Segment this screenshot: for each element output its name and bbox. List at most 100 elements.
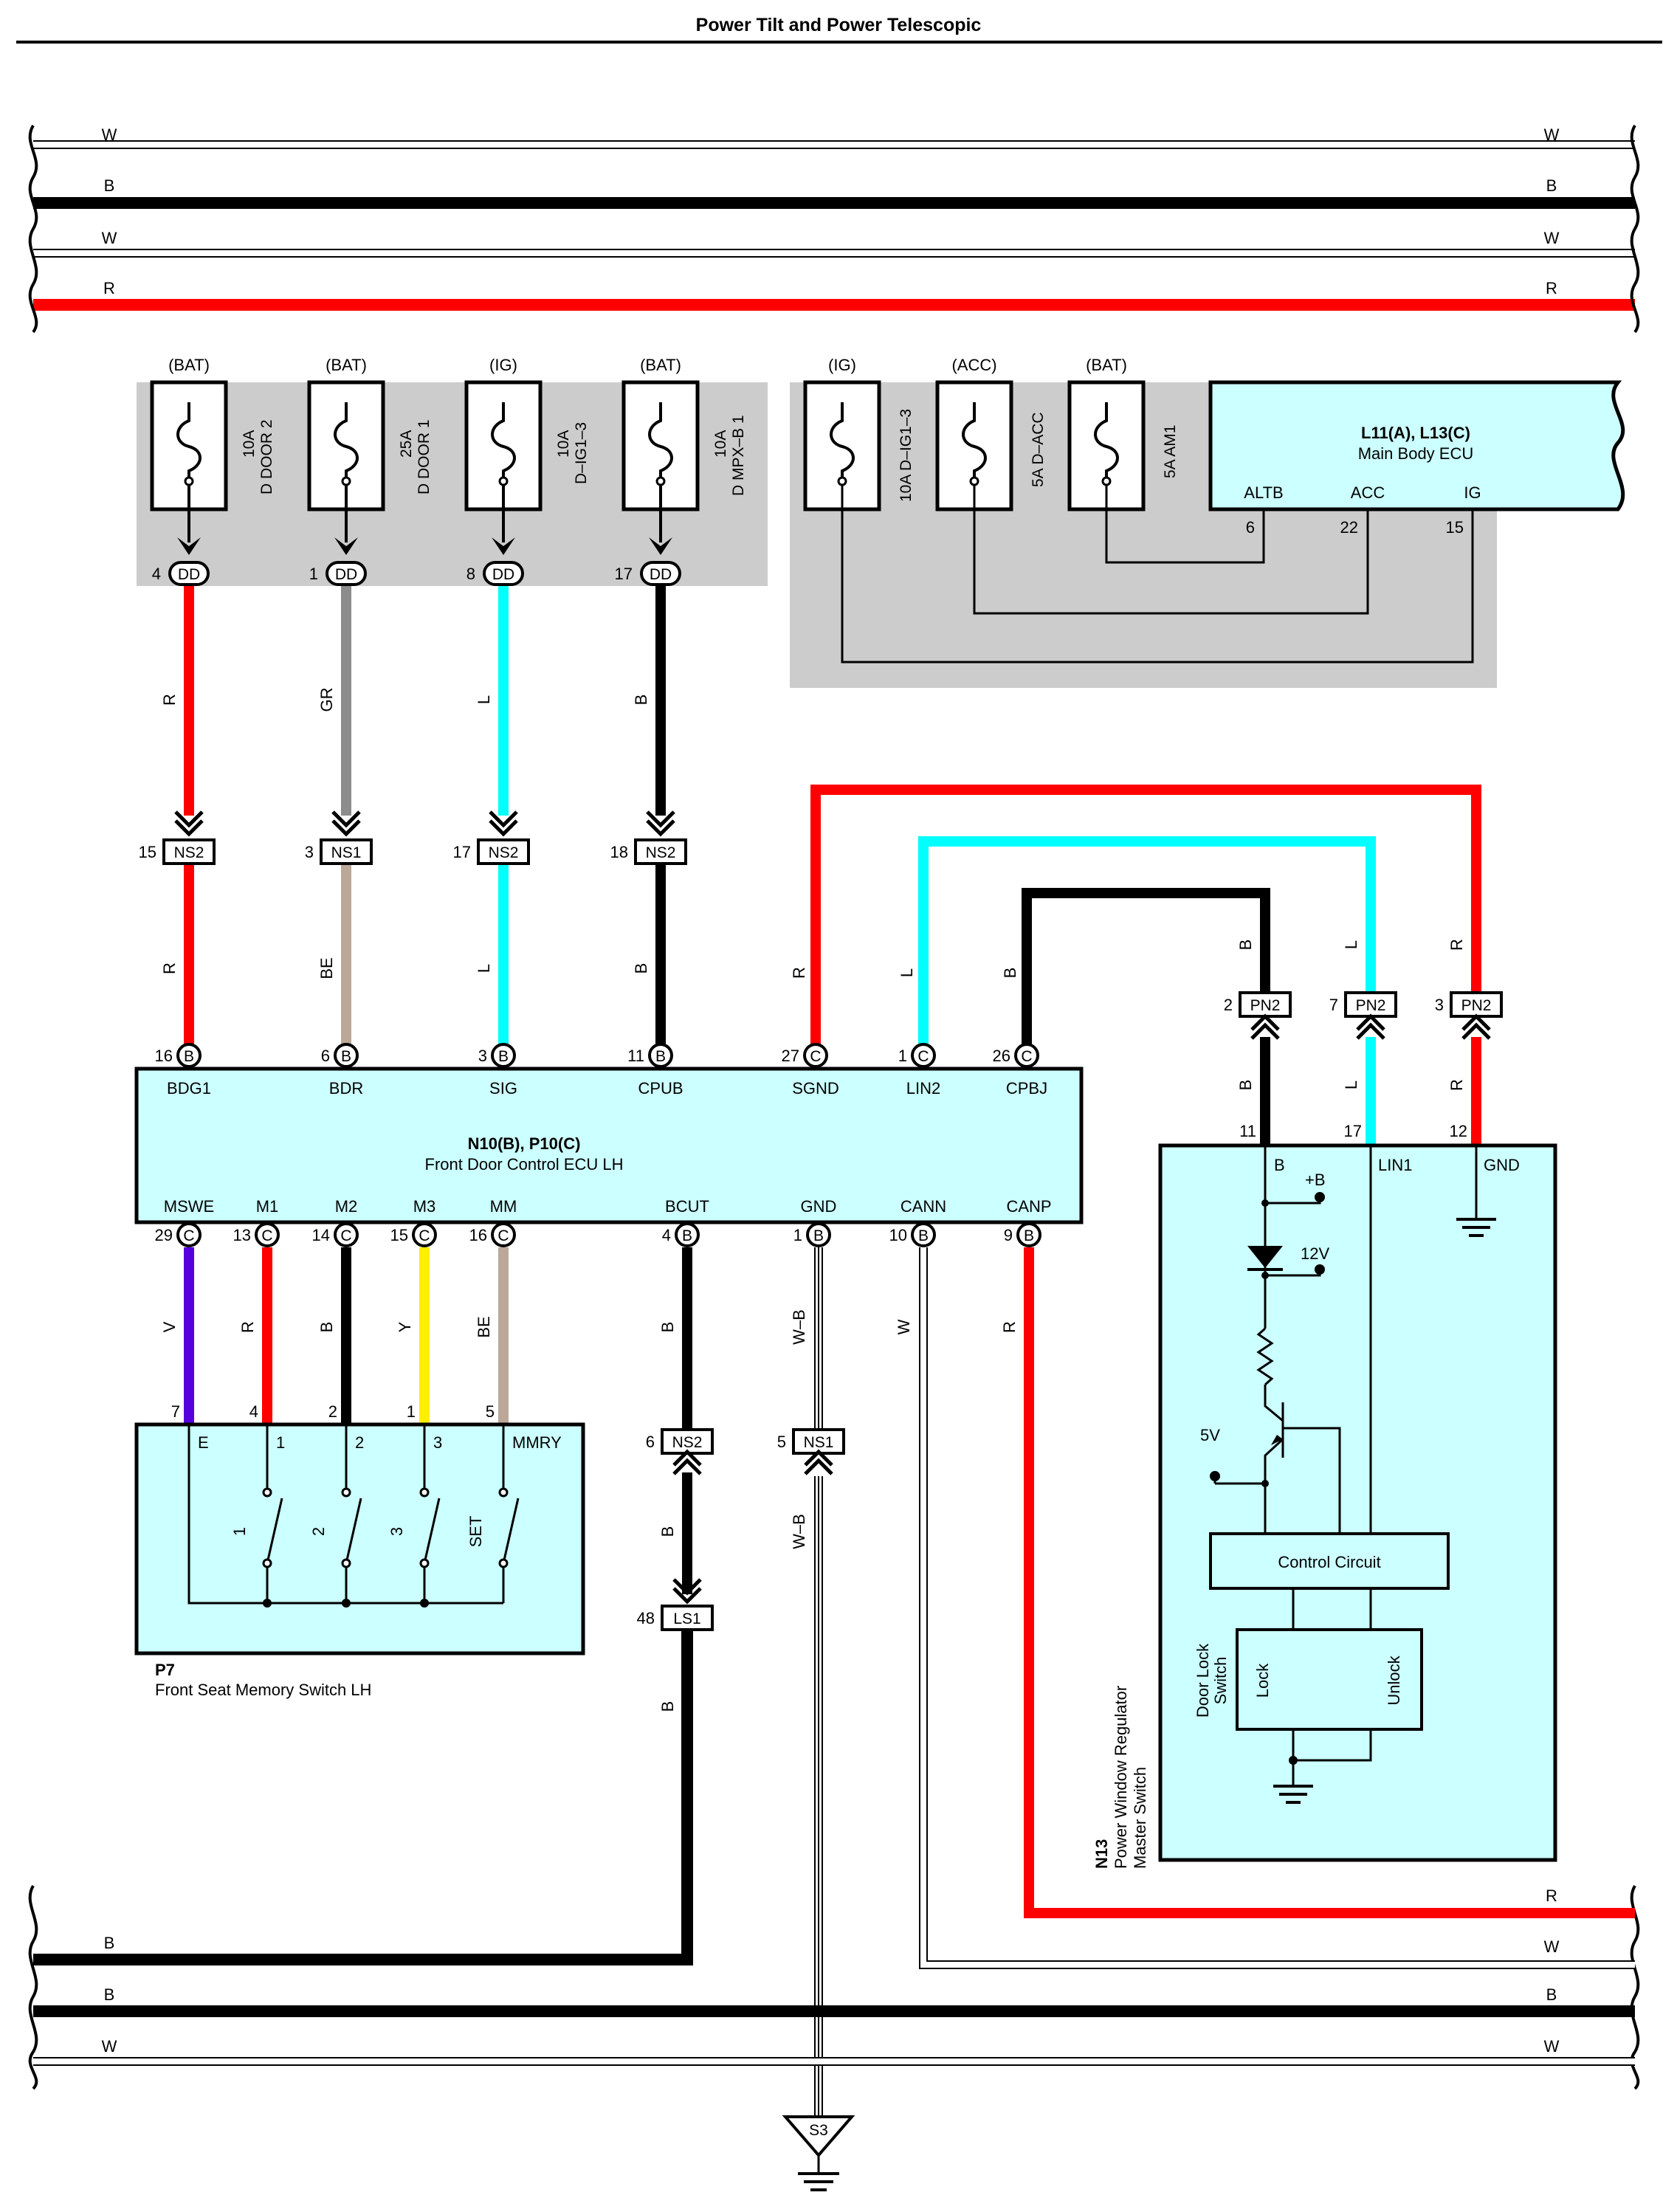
- bus-label: B: [104, 176, 115, 195]
- bus-label: R: [1546, 279, 1557, 297]
- ns-label: NS2: [174, 844, 204, 861]
- fuse-rating: 10A: [555, 430, 572, 458]
- fuse-label: 5A D–ACC: [1030, 412, 1047, 487]
- wire-color-label: BE: [475, 1316, 493, 1337]
- fuse-source: (ACC): [951, 356, 996, 374]
- main-body-ecu-box: [1208, 380, 1625, 511]
- pn-label: PN2: [1356, 997, 1386, 1014]
- fuse-name: D DOOR 2: [258, 419, 275, 495]
- wire-color-label: B: [632, 695, 650, 706]
- pin-num: 16: [469, 1226, 487, 1244]
- pin-num: 26: [993, 1047, 1010, 1065]
- pin-name: CANP: [1006, 1197, 1051, 1216]
- fuse-rating: 10A: [712, 430, 729, 458]
- bus-label: B: [104, 1985, 115, 2004]
- pn-label: PN2: [1461, 997, 1492, 1014]
- pw-master-fills: [1210, 1192, 1496, 1804]
- pin-num: 9: [1004, 1226, 1013, 1244]
- fuse-source: (BAT): [640, 356, 681, 374]
- fuse-rating: 25A: [398, 430, 415, 458]
- conn-letter: B: [682, 1227, 692, 1244]
- ns-label: NS1: [331, 844, 362, 861]
- top-bus-b: B B: [33, 176, 1635, 209]
- page-title: Power Tilt and Power Telescopic: [696, 15, 982, 35]
- conn-letter: C: [419, 1227, 430, 1244]
- pin-num: 4: [249, 1402, 258, 1421]
- switch-label: SET: [466, 1516, 485, 1548]
- control-circuit-box: [1209, 1532, 1450, 1590]
- wire-color-label: R: [238, 1321, 257, 1333]
- pw-master-name: Master Switch: [1131, 1767, 1149, 1869]
- fuse-right-d-acc: (ACC) 5A D–ACC: [935, 356, 1047, 511]
- wire-color-label: B: [658, 1526, 677, 1537]
- ns-pin: 15: [139, 843, 156, 861]
- fuse-name: D MPX–B 1: [730, 415, 747, 496]
- ecu-pin-num: 6: [1246, 518, 1255, 537]
- dd-pin: 4: [152, 565, 161, 583]
- pn-label: PN2: [1250, 997, 1281, 1014]
- pin-name: CPUB: [638, 1079, 683, 1098]
- ecu-top-pin-nums: 16 6 3 11 27 1 26: [155, 1047, 1010, 1065]
- conn-letter: C: [917, 1048, 929, 1065]
- bus-label: R: [103, 279, 115, 297]
- switch-label: 2: [309, 1527, 328, 1536]
- dd-conn-label: DD: [335, 566, 357, 583]
- plus-b-label: +B: [1305, 1171, 1326, 1189]
- memory-switch-box: [134, 1422, 585, 1655]
- memory-switch-labels: 1 2 3 SET: [230, 1516, 485, 1548]
- pin-num: 3: [478, 1047, 487, 1065]
- bus-label: B: [1546, 1985, 1557, 2004]
- top-bus-w2: W W: [33, 229, 1635, 258]
- ns-pin: 17: [453, 843, 471, 861]
- conn-letter: B: [813, 1227, 824, 1244]
- bus-label: B: [1546, 176, 1557, 195]
- pin-num: 5: [486, 1402, 495, 1421]
- dd-pin: 8: [466, 565, 475, 583]
- pin-name: GND: [801, 1197, 837, 1216]
- wire-color-label: L: [475, 695, 493, 704]
- wire-color-label: R: [1000, 1321, 1019, 1333]
- wires-ns-to-ecu: [184, 865, 666, 1045]
- fuse-source: (IG): [489, 356, 517, 374]
- pin-num: 27: [782, 1047, 799, 1065]
- bottom-bus-w1: W: [1544, 1937, 1560, 1956]
- bus-label: W: [102, 229, 117, 247]
- conn-letter: C: [810, 1048, 821, 1065]
- ns-connectors: [162, 838, 687, 865]
- v12-label: 12V: [1301, 1244, 1329, 1263]
- top-bus-w1: W W: [33, 125, 1635, 149]
- ecu-pin-num: 22: [1340, 518, 1358, 537]
- conn-letter: B: [184, 1048, 194, 1065]
- top-bus-r: R R: [33, 279, 1635, 311]
- wire-color-label: W–B: [790, 1514, 808, 1549]
- dd-pin: 1: [309, 565, 318, 583]
- dd-arrows: [177, 537, 672, 555]
- fuse-source: (BAT): [1086, 356, 1127, 374]
- pin-num: 13: [233, 1226, 251, 1244]
- bus-label: W: [1544, 229, 1560, 247]
- ecu-bottom-wires: [184, 1247, 1635, 1918]
- ns-label: NS2: [646, 844, 676, 861]
- wires-dd-to-ns: [184, 583, 666, 816]
- fuse-output-leads: [187, 485, 662, 542]
- fuse-source: (BAT): [168, 356, 210, 374]
- pin-num: 1: [793, 1226, 802, 1244]
- memory-switch-id: P7: [155, 1661, 175, 1679]
- front-door-ecu-box: [134, 1067, 1084, 1224]
- memory-switch-pin-nums: 7 4 2 1 5: [171, 1402, 495, 1421]
- ns-label: NS2: [672, 1434, 703, 1451]
- ecu-top-connectors: [176, 1043, 1039, 1068]
- gnd-chain: [782, 1428, 855, 2191]
- wire-color-label: R: [1447, 939, 1466, 951]
- conn-letter: B: [341, 1048, 351, 1065]
- bus-label: W: [1544, 1937, 1560, 1956]
- front-door-ecu-name: Front Door Control ECU LH: [425, 1155, 624, 1174]
- conn-letter: C: [1021, 1048, 1032, 1065]
- bus-label: W: [1544, 125, 1560, 144]
- door-lock-switch-label: Switch: [1211, 1657, 1230, 1705]
- v5-label: 5V: [1200, 1426, 1220, 1444]
- memory-switch-contacts: [262, 1487, 509, 1568]
- ecu-bottom-pin-names: MSWE M1 M2 M3 MM BCUT GND CANN CANP: [164, 1197, 1052, 1216]
- wire-color-label: B: [1236, 940, 1255, 951]
- wire-color-label: R: [1447, 1079, 1466, 1091]
